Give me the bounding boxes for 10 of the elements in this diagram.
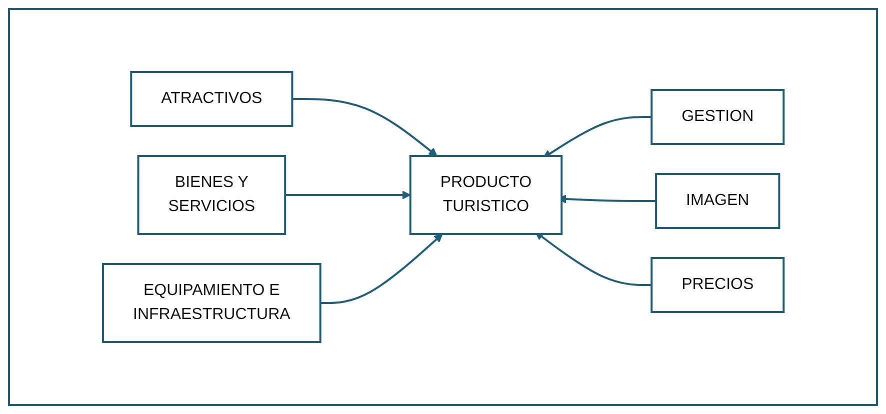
node-box: ATRACTIVOS [130, 71, 293, 127]
node-box: BIENES Y SERVICIOS [136, 155, 286, 235]
node-box: GESTION [650, 89, 784, 145]
node-box: PRODUCTO TURISTICO [409, 155, 562, 235]
arrow [284, 190, 410, 200]
node-box: EQUIPAMIENTO E INFRAESTRUCTURA [102, 263, 322, 343]
arrow [320, 234, 442, 304]
arrow [292, 98, 438, 156]
node-box: PRECIOS [650, 257, 784, 313]
node-box: IMAGEN [654, 173, 780, 229]
